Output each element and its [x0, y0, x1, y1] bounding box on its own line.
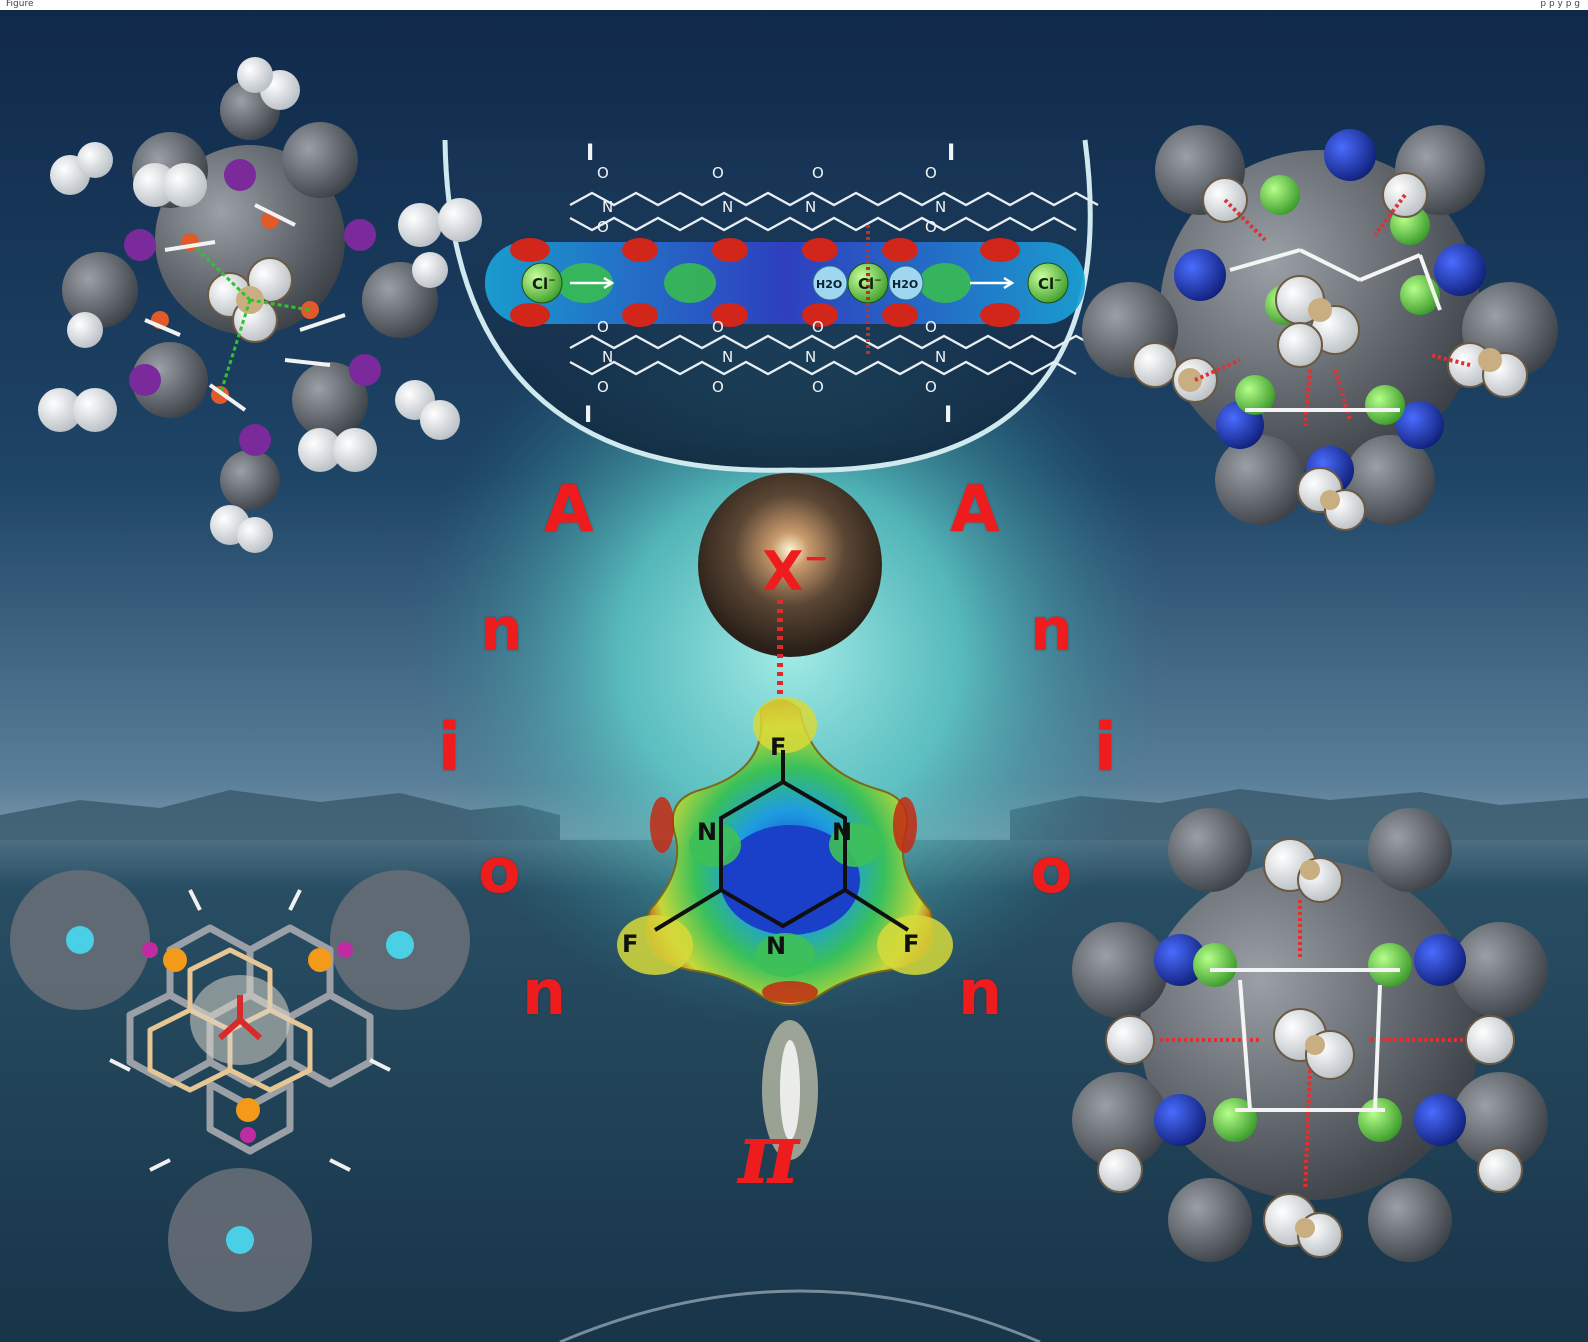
bottom-skeleton: [569, 334, 1099, 376]
label-n-5: N: [602, 348, 613, 366]
label-n-2: N: [722, 198, 733, 216]
left-letter-a: A: [544, 473, 594, 547]
molecule-top-left: [38, 57, 482, 553]
channel-green-zones: [557, 263, 971, 303]
label-o-13: O: [812, 378, 824, 396]
header-left-text: Figure: [6, 0, 34, 9]
label-o-7: O: [597, 318, 609, 336]
cover-scene: Cl− Cl− Cl− H2O H2O O O O O O O N N N N …: [0, 10, 1588, 1342]
label-f-right: F: [903, 930, 919, 958]
label-n-3: N: [805, 198, 816, 216]
molecule-bottom-right: [1072, 808, 1548, 1262]
label-cl-left: Cl−: [532, 275, 556, 293]
anion-channel-figure: Cl− Cl− Cl− H2O H2O O O O O O O N N N N …: [442, 139, 1099, 473]
right-letter-i: i: [1094, 709, 1117, 786]
water-right: [888, 265, 924, 301]
right-letter-o: o: [1030, 834, 1073, 907]
label-f-left: F: [622, 930, 638, 958]
right-letter-a: A: [950, 473, 1000, 547]
anion-label: X−: [762, 540, 829, 603]
label-n-1: N: [602, 198, 613, 216]
label-o-3: O: [812, 164, 824, 182]
horizon-arc: [559, 1289, 1041, 1342]
label-water-right: H2O: [892, 278, 918, 291]
chloride-left: [521, 262, 563, 304]
pi-symbol: π: [738, 1104, 800, 1203]
label-n-bottom: N: [766, 932, 786, 960]
chloride-right: [1027, 262, 1069, 304]
label-i-top-left: I: [586, 141, 594, 166]
label-o-6: O: [925, 218, 937, 236]
molecule-bottom-left: [10, 870, 470, 1312]
anion-sphere: [698, 473, 882, 657]
label-i-bottom-left: I: [584, 403, 592, 428]
label-cl-right: Cl−: [1038, 275, 1062, 293]
label-o-2: O: [712, 164, 724, 182]
anion-pi-interaction: F N N N F F X−: [617, 473, 953, 1006]
right-letter-n-2: n: [958, 956, 1003, 1029]
label-o-11: O: [597, 378, 609, 396]
label-n-7: N: [805, 348, 816, 366]
label-n-4: N: [935, 198, 946, 216]
label-o-8: O: [712, 318, 724, 336]
label-i-top-right: I: [947, 141, 955, 166]
molecule-top-right: [1082, 125, 1558, 531]
left-letter-n: n: [480, 595, 523, 665]
label-i-bottom-right: I: [944, 403, 952, 428]
label-cl-center: Cl−: [858, 275, 882, 293]
header-right-text: p p y p g: [1540, 0, 1580, 9]
mountain-left: [0, 790, 560, 840]
label-o-4: O: [925, 164, 937, 182]
label-o-1: O: [597, 164, 609, 182]
label-n-right: N: [832, 818, 852, 846]
left-letter-i: i: [438, 709, 461, 786]
label-o-10: O: [925, 318, 937, 336]
right-letter-n: n: [1030, 595, 1073, 665]
label-o-12: O: [712, 378, 724, 396]
label-o-9: O: [812, 318, 824, 336]
label-o-14: O: [925, 378, 937, 396]
sun-reflection-core: [780, 1040, 800, 1140]
label-o-5: O: [597, 218, 609, 236]
label-n-6: N: [722, 348, 733, 366]
label-n-left: N: [697, 818, 717, 846]
label-water-left: H2O: [816, 278, 842, 291]
label-f-top: F: [770, 733, 786, 761]
label-n-8: N: [935, 348, 946, 366]
left-letter-o: o: [478, 834, 521, 907]
header-strip: Figure p p y p g: [0, 0, 1588, 10]
water-left: [812, 265, 848, 301]
left-letter-n-2: n: [522, 956, 567, 1029]
top-skeleton: [569, 191, 1099, 232]
channel-red-lobes: [510, 238, 1020, 327]
